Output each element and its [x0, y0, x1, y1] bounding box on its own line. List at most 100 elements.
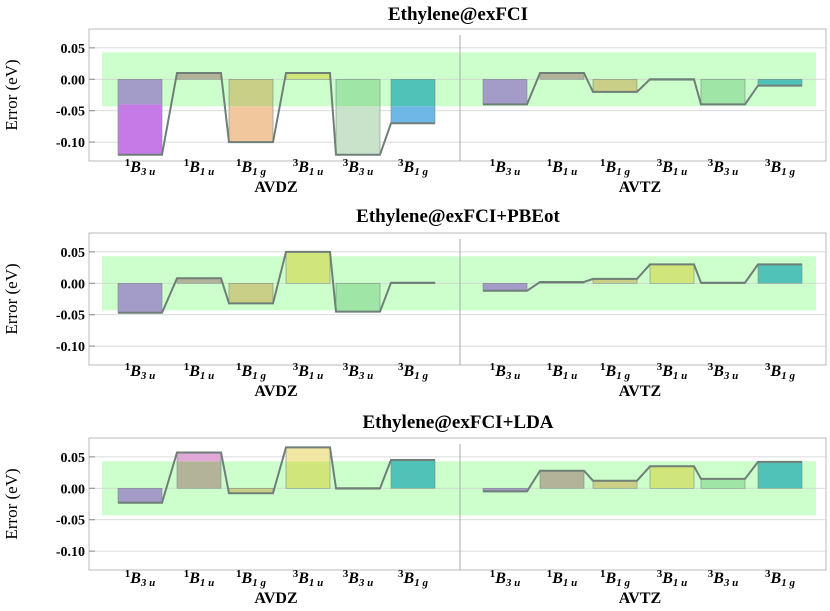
basis-label-avtz: AVTZ [619, 179, 661, 196]
bar-fill [700, 478, 746, 489]
x-tick-label: 3B1 g [765, 157, 795, 178]
y-tick-label: -0.10 [56, 340, 85, 355]
x-tick-label: 3B3 u [343, 361, 374, 382]
x-tick-label: 1B1 g [600, 361, 630, 382]
bar-fill-outer [391, 106, 435, 124]
y-axis-label: Error (eV) [2, 263, 21, 334]
bar-avdz-3b3u [335, 282, 381, 312]
bar-fill [482, 282, 528, 292]
bar-avtz-1b3u [482, 282, 528, 292]
basis-label-avtz: AVTZ [619, 383, 661, 400]
bar-avtz-3b3u [700, 78, 746, 105]
bar-fill [390, 459, 436, 489]
bar-avtz-3b1u [649, 465, 695, 489]
x-tick-label: 1B1 u [184, 568, 215, 589]
bar-avdz-1b3u [117, 282, 163, 314]
x-tick-label: 1B1 u [184, 361, 215, 382]
bar-fill-inner [177, 461, 221, 489]
x-tick-label: 3B1 g [398, 361, 428, 382]
y-axis-label: Error (eV) [2, 468, 21, 539]
bar-fill [592, 480, 638, 489]
x-tick-label: 1B1 u [547, 157, 578, 178]
bar-fill-inner [286, 461, 330, 489]
x-tick-label: 3B1 u [293, 157, 324, 178]
series-line-avtz [483, 263, 802, 292]
x-tick-label: 1B1 g [236, 361, 266, 382]
x-tick-label: 3B1 u [657, 361, 688, 382]
x-tick-label: 1B3 u [125, 157, 156, 178]
x-tick-label: 1B1 u [547, 568, 578, 589]
series-line-avdz [118, 250, 435, 314]
bar-fill-outer [286, 447, 330, 462]
x-tick-label: 1B1 u [184, 157, 215, 178]
x-tick-label: 3B3 u [708, 568, 739, 589]
bar-avdz-3b1g [390, 459, 436, 489]
bar-avdz-1b3u [117, 487, 163, 504]
x-tick-label: 3B1 u [293, 568, 324, 589]
panel-title: Ethylene@exFCI+PBEot [356, 206, 560, 227]
bar-fill-outer [177, 452, 221, 462]
bar-avdz-1b1g [228, 282, 274, 304]
panel-title: Ethylene@exFCI+LDA [362, 412, 553, 433]
bar-fill [482, 78, 528, 105]
bar-fill [228, 282, 274, 304]
x-tick-label: 3B3 u [708, 157, 739, 178]
bar-fill-outer [118, 104, 162, 155]
x-tick-label: 3B1 u [657, 157, 688, 178]
bar-fill [285, 251, 331, 284]
bar-avdz-1b1g [228, 78, 274, 143]
bar-avdz-1b1u [176, 452, 222, 489]
y-tick-label: 0.00 [61, 73, 86, 88]
x-tick-label: 1B1 g [600, 568, 630, 589]
panel-title: Ethylene@exFCI [388, 4, 528, 25]
y-tick-label: 0.05 [61, 42, 86, 57]
bar-fill [700, 78, 746, 105]
plot-frame [88, 232, 827, 366]
bar-avdz-3b3u [335, 78, 381, 156]
bar-avtz-1b1u [539, 470, 585, 489]
bar-avtz-3b1g [757, 264, 803, 284]
basis-label-avdz: AVDZ [254, 383, 297, 400]
y-tick-label: -0.05 [56, 309, 85, 324]
bar-fill [649, 264, 695, 284]
bar-avdz-3b1g [390, 78, 436, 124]
bar-fill-inner [118, 79, 162, 105]
y-tick-label: -0.05 [56, 514, 85, 529]
y-tick-label: -0.10 [56, 136, 85, 151]
panel-1: Ethylene@exFCI Error (eV) 0.05 0.00 -0.05 -0.… [2, 4, 827, 196]
x-tick-label: 1B1 u [547, 361, 578, 382]
bar-fill [592, 78, 638, 93]
bar-avtz-1b1g [592, 78, 638, 93]
bar-avdz-3b1u [285, 447, 331, 489]
bar-avtz-1b1g [592, 480, 638, 489]
basis-label-avdz: AVDZ [254, 179, 297, 196]
x-tick-label: 1B1 g [236, 157, 266, 178]
bar-fill [757, 461, 803, 489]
bar-fill [757, 264, 803, 284]
x-tick-label: 3B3 u [343, 568, 374, 589]
bar-fill [649, 465, 695, 489]
y-tick-label: 0.05 [61, 451, 86, 466]
x-tick-label: 3B3 u [708, 361, 739, 382]
x-tick-label: 1B1 g [600, 157, 630, 178]
bar-avtz-3b1u [649, 264, 695, 284]
y-tick-label: -0.10 [56, 545, 85, 560]
y-tick-label: -0.05 [56, 105, 85, 120]
bar-fill-inner [229, 79, 273, 107]
y-axis-label: Error (eV) [2, 59, 21, 130]
x-tick-label: 1B3 u [490, 568, 521, 589]
bar-fill [117, 487, 163, 504]
bar-avdz-1b3u [117, 78, 163, 156]
basis-label-avtz: AVTZ [619, 590, 661, 607]
bar-fill [117, 282, 163, 314]
y-tick-label: 0.05 [61, 246, 86, 261]
x-tick-label: 3B1 g [398, 568, 428, 589]
x-tick-label: 1B3 u [125, 361, 156, 382]
x-tick-label: 3B3 u [343, 157, 374, 178]
x-tick-label: 1B3 u [490, 157, 521, 178]
bar-fill-outer [336, 106, 380, 155]
x-tick-label: 1B1 g [236, 568, 266, 589]
bar-fill-outer [229, 106, 273, 143]
